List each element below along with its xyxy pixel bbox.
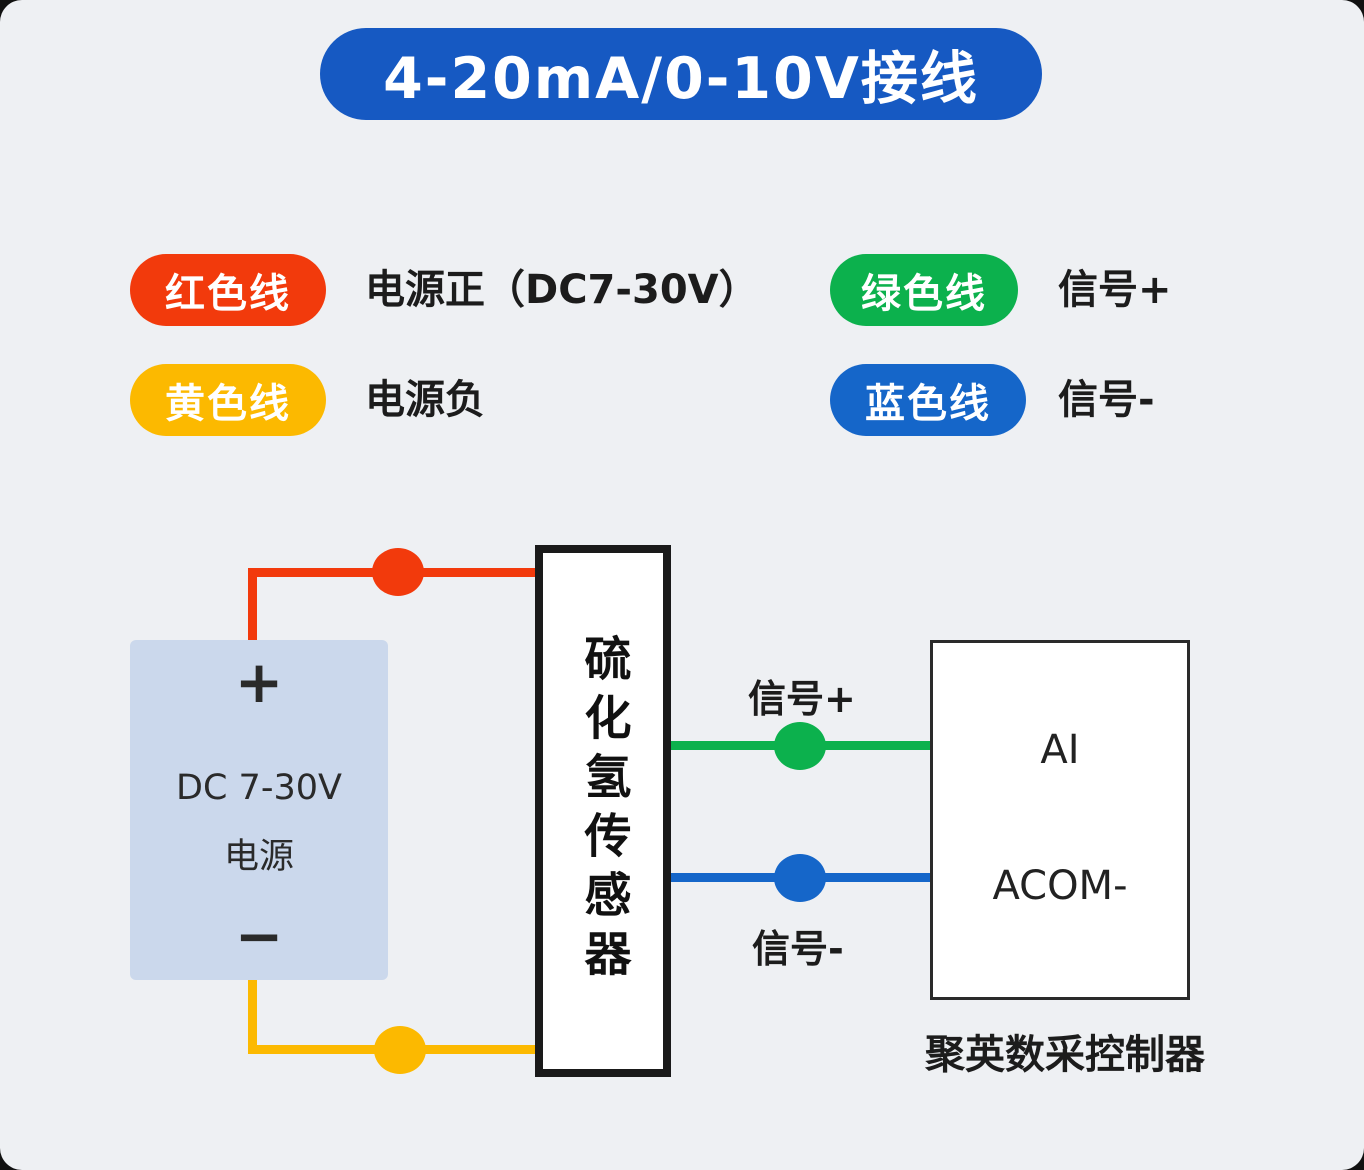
power-voltage-label: DC 7-30V: [176, 768, 342, 808]
controller-ai-terminal: AI: [1040, 727, 1080, 773]
blue-connection-dot: [774, 854, 826, 902]
power-supply-box: + DC 7-30V 电源 −: [130, 640, 388, 980]
power-supply-label: 电源: [223, 837, 294, 877]
legend-desc-signal-minus: 信号-: [1058, 377, 1155, 423]
legend-desc-power-positive: 电源正（DC7-30V）: [365, 267, 759, 313]
hydrogen-sulfide-sensor-box: 硫化氢传感器: [535, 545, 671, 1077]
signal-plus-label: 信号+: [748, 677, 856, 721]
controller-acom-terminal: ACOM-: [992, 863, 1128, 909]
red-connection-dot: [372, 548, 424, 596]
controller-caption: 聚英数采控制器: [925, 1032, 1205, 1078]
yellow-wire-vertical-segment: [248, 978, 257, 1052]
legend-pill-red-wire: 红色线: [130, 254, 326, 326]
legend-desc-signal-plus: 信号+: [1058, 267, 1172, 313]
green-connection-dot: [774, 722, 826, 770]
controller-box: AI ACOM-: [930, 640, 1190, 1000]
red-wire-vertical-segment: [248, 568, 257, 644]
sensor-label: 硫化氢传感器: [575, 634, 631, 988]
diagram-title: 4-20mA/0-10V接线: [320, 28, 1042, 120]
power-negative-terminal: −: [234, 902, 284, 970]
legend-pill-yellow-wire: 黄色线: [130, 364, 326, 436]
legend-pill-blue-wire: 蓝色线: [830, 364, 1026, 436]
signal-minus-label: 信号-: [752, 927, 844, 971]
legend-pill-green-wire: 绿色线: [830, 254, 1018, 326]
yellow-connection-dot: [374, 1026, 426, 1074]
power-positive-terminal: +: [234, 648, 284, 716]
legend-desc-power-negative: 电源负: [365, 377, 485, 423]
